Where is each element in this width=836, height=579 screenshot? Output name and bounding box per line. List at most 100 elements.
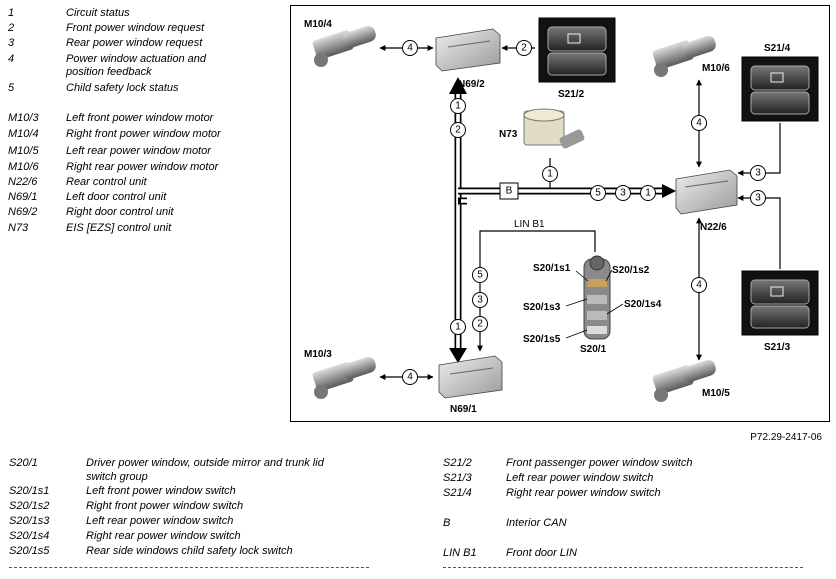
label-s20-1s3: S20/1s3 bbox=[523, 302, 561, 313]
signal-circle bbox=[402, 369, 418, 385]
legend-text: Left rear power window motor bbox=[66, 145, 211, 157]
legend-key: S20/1s5 bbox=[9, 545, 50, 557]
label-n69-2: N69/2 bbox=[458, 79, 485, 90]
can-arrow-down bbox=[449, 348, 467, 363]
can-arrow-up bbox=[449, 77, 467, 94]
legend-key: S21/4 bbox=[443, 487, 472, 499]
signal-number: 1 bbox=[645, 188, 651, 199]
switch-s21-3 bbox=[741, 270, 819, 336]
legend-key: LIN B1 bbox=[443, 547, 477, 559]
legend-key: 2 bbox=[8, 22, 15, 34]
legend-key: S20/1s2 bbox=[9, 500, 50, 512]
legend-text: position feedback bbox=[66, 66, 152, 78]
eis-ignition-switch bbox=[523, 108, 585, 149]
leader-lines bbox=[565, 269, 624, 339]
legend-key: M10/5 bbox=[8, 145, 39, 157]
label-m10-5: M10/5 bbox=[702, 388, 730, 399]
legend-key: S20/1s3 bbox=[9, 515, 50, 527]
label-m10-3: M10/3 bbox=[304, 349, 332, 360]
legend-key: S20/1s1 bbox=[9, 485, 50, 497]
signal-number: 1 bbox=[547, 169, 553, 180]
legend-item-s20-1: S20/1 Driver power window, outside mirror… bbox=[9, 456, 369, 471]
label-s20-1s1: S20/1s1 bbox=[533, 263, 571, 274]
signal-number: 2 bbox=[521, 43, 527, 54]
signal-number: 3 bbox=[620, 188, 626, 199]
legend-bottom-right: S21/2 Front passenger power window switch… bbox=[443, 456, 823, 561]
label-n22-6: N22/6 bbox=[700, 222, 727, 233]
legend-text: Right rear power window switch bbox=[506, 487, 661, 499]
legend-key: S20/1 bbox=[9, 457, 38, 469]
signal-circle bbox=[691, 277, 707, 293]
legend-text: Driver power window, outside mirror and … bbox=[86, 457, 324, 469]
signal-circle bbox=[450, 98, 466, 114]
legend-key: 1 bbox=[8, 7, 15, 19]
legend-item-s21-2: S21/2 Front passenger power window switch bbox=[443, 456, 823, 471]
divider-left bbox=[9, 567, 369, 568]
motor-m10-3 bbox=[312, 356, 376, 399]
label-s21-4: S21/4 bbox=[764, 43, 791, 54]
signal-circle bbox=[750, 165, 766, 181]
wire-lin-b1 bbox=[477, 230, 596, 352]
label-lin-b1: LIN B1 bbox=[514, 219, 545, 230]
legend-text: Right rear power window switch bbox=[86, 530, 241, 542]
signal-number: 4 bbox=[407, 43, 413, 54]
legend-item-s20-1-cont: switch group bbox=[9, 471, 369, 484]
signal-number: 1 bbox=[455, 101, 461, 112]
legend-text: EIS [EZS] control unit bbox=[66, 222, 172, 234]
signal-circle bbox=[590, 185, 606, 201]
legend-spacer bbox=[443, 531, 823, 546]
label-s20-1s2: S20/1s2 bbox=[612, 265, 650, 276]
legend-text: Front passenger power window switch bbox=[506, 457, 693, 469]
legend-text: Rear control unit bbox=[66, 176, 147, 188]
legend-key: 3 bbox=[8, 37, 15, 49]
legend-item-s20-1s5: S20/1s5 Rear side windows child safety lo… bbox=[9, 544, 369, 559]
label-n73: N73 bbox=[499, 129, 518, 140]
signal-circle bbox=[450, 319, 466, 335]
bus-b-box bbox=[499, 182, 519, 200]
signal-number: 5 bbox=[595, 188, 601, 199]
legend-text: Interior CAN bbox=[506, 517, 567, 529]
switch-group-s20-1 bbox=[583, 255, 611, 340]
switch-s21-2 bbox=[538, 17, 616, 83]
signal-circle bbox=[472, 316, 488, 332]
unit-n22-6 bbox=[675, 169, 738, 215]
signal-circle bbox=[472, 267, 488, 283]
legend-key: N69/1 bbox=[8, 191, 38, 203]
legend-text: Right door control unit bbox=[66, 206, 174, 218]
legend-item-b: B Interior CAN bbox=[443, 516, 823, 531]
signal-circle bbox=[516, 40, 532, 56]
motor-m10-6 bbox=[652, 35, 716, 77]
legend-text: Left front power window motor bbox=[66, 112, 214, 124]
signal-number: 4 bbox=[696, 280, 702, 291]
label-s21-3: S21/3 bbox=[764, 342, 791, 353]
legend-text: Rear power window request bbox=[66, 37, 203, 49]
signal-number: 3 bbox=[755, 168, 761, 179]
legend-text: Rear side windows child safety lock swit… bbox=[86, 545, 293, 557]
label-m10-6: M10/6 bbox=[702, 63, 730, 74]
legend-key: 4 bbox=[8, 53, 15, 65]
legend-item-s20-1s2: S20/1s2 Right front power window switch bbox=[9, 499, 369, 514]
signal-number: 1 bbox=[455, 322, 461, 333]
motor-m10-4 bbox=[312, 25, 376, 67]
legend-key: B bbox=[443, 517, 451, 529]
signal-number: 4 bbox=[696, 118, 702, 129]
signal-circle bbox=[691, 115, 707, 131]
legend-key: S21/2 bbox=[443, 457, 472, 469]
legend-text: Right front power window motor bbox=[66, 128, 221, 140]
unit-n69-2 bbox=[435, 28, 501, 72]
signal-circle bbox=[472, 292, 488, 308]
legend-key: N69/2 bbox=[8, 206, 38, 218]
legend-text: Right front power window switch bbox=[86, 500, 244, 512]
legend-key: N73 bbox=[8, 222, 29, 234]
legend-text: Right rear power window motor bbox=[66, 161, 219, 173]
legend-key: N22/6 bbox=[8, 176, 38, 188]
signal-number: 2 bbox=[477, 319, 483, 330]
signal-circle bbox=[542, 166, 558, 182]
window-system-diagram: B 4 2 1 2 1 5 3 1 4 3 3 4 5 3 2 1 bbox=[290, 5, 830, 422]
signal-number: 2 bbox=[455, 125, 461, 136]
legend-item-s21-4: S21/4 Right rear power window switch bbox=[443, 486, 823, 501]
signal-circle bbox=[402, 40, 418, 56]
